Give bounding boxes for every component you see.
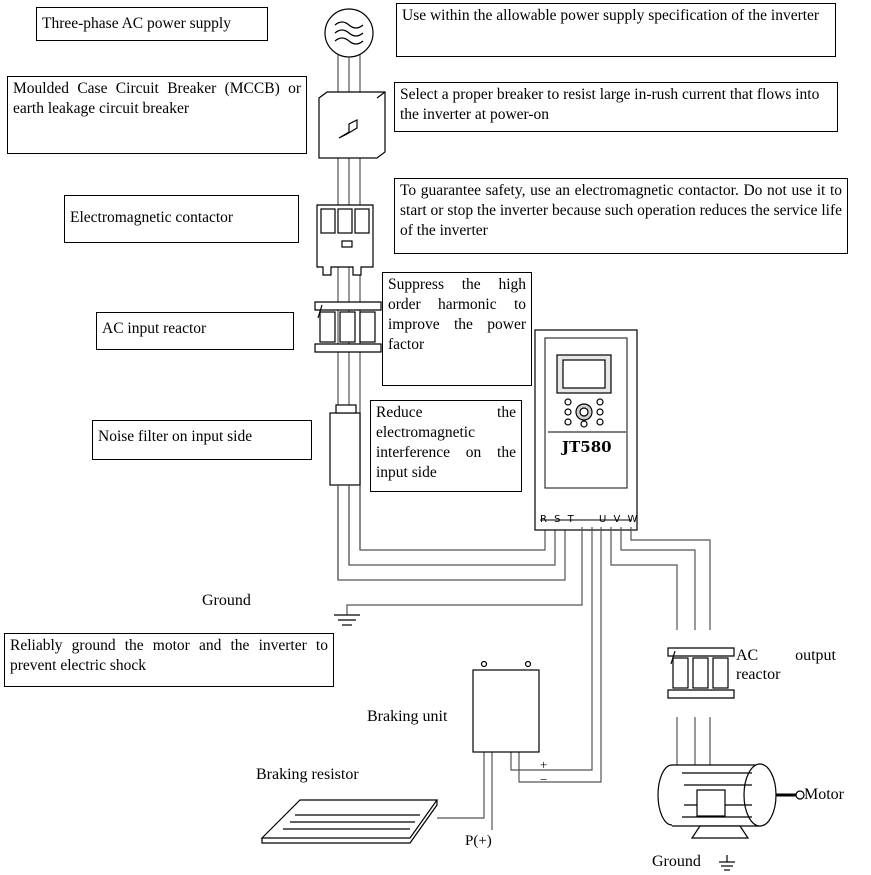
label-ground: Ground bbox=[202, 592, 251, 609]
braking-resistor-icon bbox=[260, 799, 439, 844]
motor-icon bbox=[657, 763, 805, 839]
terminals-input: R S T bbox=[540, 514, 576, 525]
note-mccb: Select a proper breaker to resist large … bbox=[394, 82, 838, 132]
motor-ground-symbol bbox=[719, 855, 735, 871]
label-input-reactor: AC input reactor bbox=[96, 312, 294, 350]
note-contactor: To guarantee safety, use an electromagne… bbox=[394, 178, 848, 254]
label-mccb: Moulded Case Circuit Breaker (MCCB) or e… bbox=[7, 76, 307, 154]
input-wires bbox=[337, 485, 566, 581]
label-power-supply: Three-phase AC power supply bbox=[36, 7, 268, 41]
mccb-icon bbox=[318, 91, 386, 159]
braking-unit-icon bbox=[472, 660, 540, 753]
input-reactor-icon bbox=[314, 301, 382, 353]
label-motor: Motor bbox=[804, 786, 844, 803]
note-noise-filter: Reduce the electromagnetic interference … bbox=[370, 400, 522, 492]
terminals-output: U V W bbox=[599, 514, 640, 525]
ac-supply-icon bbox=[324, 8, 374, 58]
label-motor-ground: Ground bbox=[652, 853, 701, 870]
braking-wires bbox=[437, 527, 602, 830]
note-ground: Reliably ground the motor and the invert… bbox=[4, 633, 334, 687]
note-power-supply: Use within the allowable power supply sp… bbox=[396, 3, 836, 57]
label-output-reactor: AC output reactor bbox=[736, 647, 836, 684]
output-reactor-icon bbox=[667, 647, 735, 699]
label-p-plus: P(+) bbox=[465, 833, 492, 849]
label-braking-resistor: Braking resistor bbox=[256, 766, 359, 783]
note-input-reactor: Suppress the high order harmonic to impr… bbox=[382, 272, 532, 386]
label-minus: − bbox=[540, 772, 548, 787]
noise-filter-icon bbox=[329, 404, 361, 486]
ground-wire bbox=[334, 527, 583, 626]
label-contactor: Electromagnetic contactor bbox=[64, 195, 299, 243]
label-plus: + bbox=[540, 757, 548, 772]
label-noise-filter: Noise filter on input side bbox=[92, 420, 312, 460]
contactor-icon bbox=[316, 204, 374, 276]
label-braking-unit: Braking unit bbox=[367, 708, 448, 725]
inverter-model: JT580 bbox=[562, 438, 612, 456]
inverter-icon bbox=[534, 329, 638, 531]
